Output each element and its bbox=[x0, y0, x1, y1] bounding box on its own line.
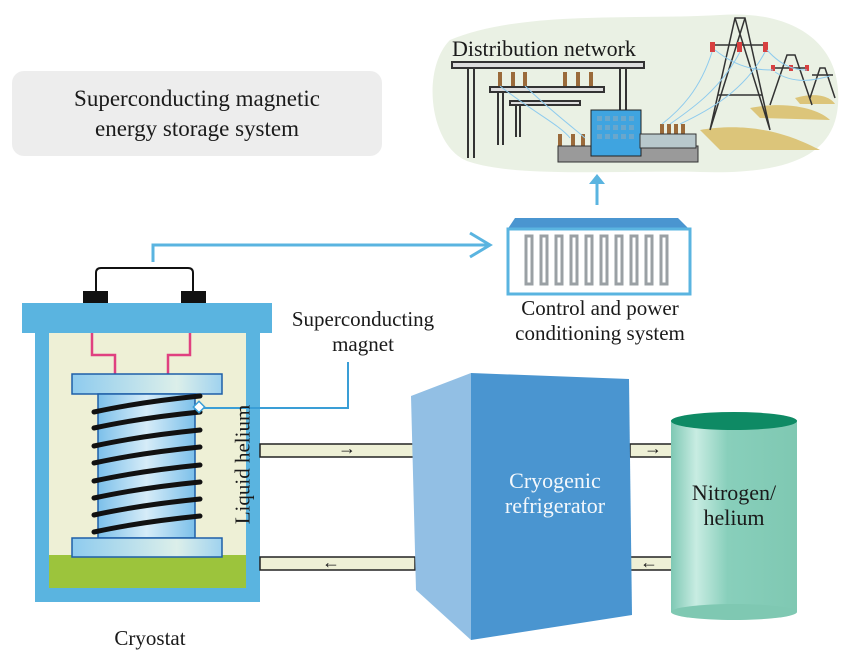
transformer-unit bbox=[639, 133, 697, 149]
flow-arrow-left-icon: ← bbox=[640, 552, 658, 572]
terminal-wire bbox=[95, 267, 194, 291]
superconducting-magnet-label: Superconducting magnet bbox=[268, 307, 458, 357]
current-lead bbox=[90, 333, 117, 374]
diagram-title: Superconducting magnetic energy storage … bbox=[12, 71, 382, 156]
terminal bbox=[181, 291, 206, 303]
tank-label: Nitrogen/ helium bbox=[672, 480, 796, 530]
nitrogen-layer bbox=[49, 572, 246, 588]
refrigerator-label-line-2: refrigerator bbox=[504, 493, 606, 518]
magnet-coil bbox=[91, 393, 203, 535]
control-unit-fins bbox=[524, 234, 669, 286]
refrigerator-label: Cryogenic refrigerator bbox=[480, 468, 630, 518]
magnet-bottom-plate bbox=[71, 537, 223, 558]
control-system-label: Control and power conditioning system bbox=[480, 296, 720, 346]
nitrogen-helium-tank bbox=[671, 412, 797, 620]
magnet-label-line-1: Superconducting bbox=[291, 307, 435, 331]
flow-arrow-right-icon: → bbox=[644, 438, 662, 458]
distribution-network-illustration bbox=[432, 14, 839, 173]
substation-gantry bbox=[451, 61, 645, 158]
current-lead bbox=[166, 333, 192, 374]
hill bbox=[750, 105, 830, 120]
flow-arrow-left-icon: ← bbox=[322, 552, 340, 572]
control-label-line-1: Control and power bbox=[521, 296, 679, 320]
control-power-unit bbox=[506, 218, 692, 296]
terminal bbox=[83, 291, 108, 303]
flow-arrow-right-icon: → bbox=[338, 438, 356, 458]
title-line-2: energy storage system bbox=[95, 115, 299, 141]
pipes-refrigerator-tank bbox=[629, 443, 675, 571]
magnet-leader-line bbox=[200, 362, 349, 409]
cryogenic-refrigerator bbox=[411, 373, 632, 640]
distribution-network-label: Distribution network bbox=[452, 36, 636, 61]
cryostat-lid bbox=[22, 303, 272, 333]
tank-label-line-2: helium bbox=[703, 505, 765, 530]
cryostat-label: Cryostat bbox=[114, 626, 186, 650]
hill bbox=[700, 127, 820, 150]
tank-label-line-1: Nitrogen/ bbox=[691, 480, 777, 505]
leader-marker bbox=[192, 400, 206, 414]
insulators bbox=[498, 72, 685, 148]
pipes-cryostat-refrigerator bbox=[259, 443, 416, 571]
refrigerator-label-line-1: Cryogenic bbox=[509, 468, 601, 493]
hill bbox=[795, 95, 835, 104]
magnet-label-line-2: magnet bbox=[332, 332, 394, 356]
cryostat bbox=[22, 267, 349, 602]
tower-insulators bbox=[710, 42, 809, 71]
liquid-helium-label: Liquid helium bbox=[230, 404, 255, 525]
control-label-line-2: conditioning system bbox=[515, 321, 685, 345]
arrow-magnet-to-control bbox=[151, 231, 493, 262]
title-line-1: Superconducting magnetic bbox=[74, 85, 320, 111]
magnet-top-plate bbox=[71, 373, 223, 395]
arrow-control-to-network bbox=[589, 174, 605, 205]
building-windows bbox=[597, 116, 634, 139]
power-lines bbox=[499, 49, 831, 139]
